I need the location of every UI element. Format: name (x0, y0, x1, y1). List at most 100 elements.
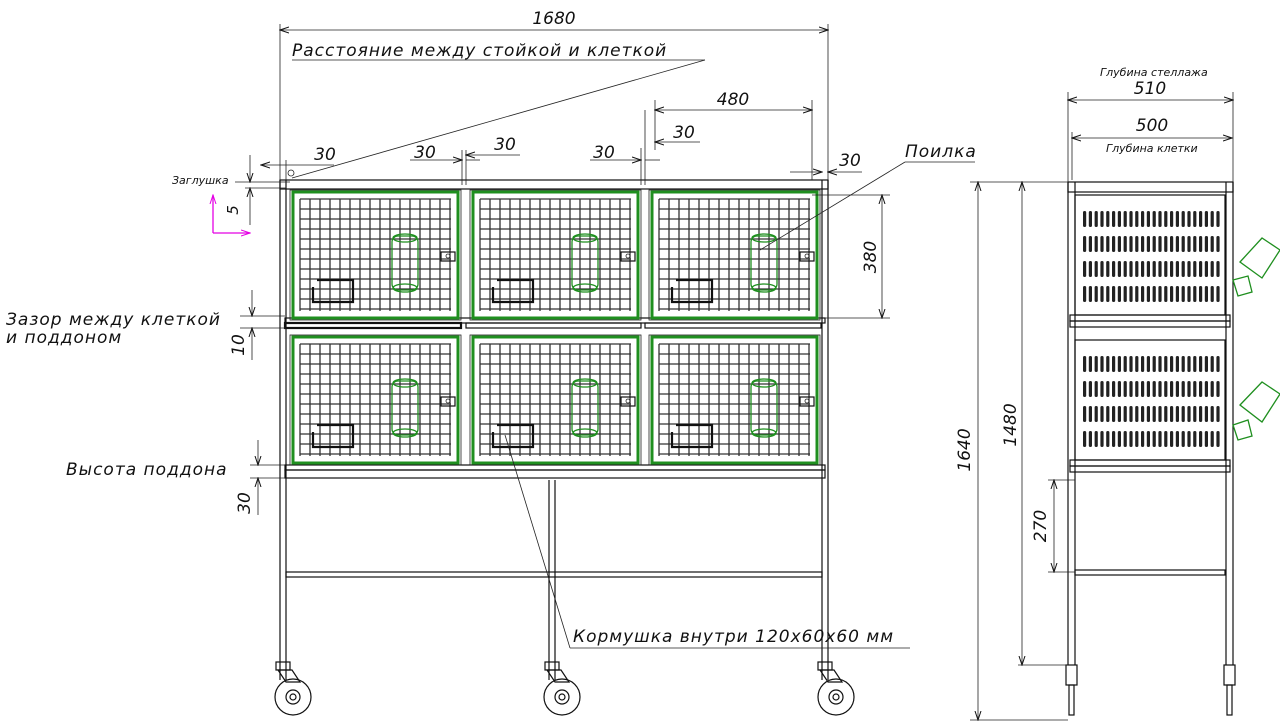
drinker-icon (391, 235, 419, 291)
vent-slot (1164, 406, 1168, 422)
vent-slot (1112, 286, 1116, 302)
vent-slot (1088, 356, 1092, 372)
latch (620, 396, 636, 407)
vent-slot (1117, 261, 1121, 277)
vent-slot (1083, 286, 1087, 302)
vent-slot (1181, 431, 1185, 447)
vent-slot (1112, 236, 1116, 252)
vent-slot (1141, 381, 1145, 397)
feeder-icon (491, 278, 535, 304)
vent-slot (1129, 431, 1133, 447)
vent-slot (1152, 356, 1156, 372)
vent-slot (1181, 236, 1185, 252)
vent-slot (1204, 381, 1208, 397)
vent-slot (1175, 381, 1179, 397)
vent-slot (1210, 261, 1214, 277)
label-gap-line1: Зазор между клеткой (6, 310, 221, 330)
vent-slot (1175, 356, 1179, 372)
vent-slot (1204, 286, 1208, 302)
vent-slot (1199, 406, 1203, 422)
vent-slot (1100, 286, 1104, 302)
vent-slot (1152, 261, 1156, 277)
vent-slot (1088, 261, 1092, 277)
vent-slot (1141, 286, 1145, 302)
vent-slot (1170, 286, 1174, 302)
vent-slot (1199, 381, 1203, 397)
side-drinker-icon (1232, 237, 1280, 441)
vent-slot (1129, 261, 1133, 277)
latch (440, 251, 456, 262)
vent-slot (1088, 431, 1092, 447)
vent-slot (1175, 431, 1179, 447)
vent-slot (1135, 431, 1139, 447)
drinker-icon (571, 235, 599, 291)
axis-marker-icon (213, 195, 250, 233)
vent-slot (1106, 406, 1110, 422)
vent-slot (1106, 211, 1110, 227)
vent-slot (1158, 211, 1162, 227)
vent-slot (1210, 286, 1214, 302)
vent-slot (1146, 431, 1150, 447)
vent-slot (1204, 261, 1208, 277)
latch (799, 396, 815, 407)
cage-frame (650, 335, 819, 465)
vent-slot (1210, 211, 1214, 227)
vent-slot (1123, 211, 1127, 227)
wheel-middle (543, 661, 581, 716)
vent-slot (1083, 406, 1087, 422)
vent-slot (1210, 381, 1214, 397)
vent-slot (1158, 356, 1162, 372)
vent-slot (1216, 286, 1220, 302)
vent-slot (1106, 261, 1110, 277)
dim-gap-mid3: 30 (593, 143, 615, 163)
vent-slot (1187, 431, 1191, 447)
label-gap-line2: и поддоном (6, 328, 122, 348)
cage-1-2 (469, 189, 642, 321)
vent-slot (1100, 236, 1104, 252)
vent-slot (1187, 236, 1191, 252)
vent-slot (1106, 286, 1110, 302)
vent-slot (1170, 261, 1174, 277)
drinker-icon (391, 380, 419, 436)
vent-slot (1187, 381, 1191, 397)
vent-slot (1100, 211, 1104, 227)
vent-slot (1094, 431, 1098, 447)
vent-slot (1123, 381, 1127, 397)
vent-slot (1135, 261, 1139, 277)
dim-plug-offset: 5 (224, 205, 242, 215)
vent-slot (1170, 211, 1174, 227)
vent-slot (1181, 211, 1185, 227)
vent-slot (1088, 211, 1092, 227)
ventilation-slots (1083, 211, 1220, 447)
vent-slot (1117, 286, 1121, 302)
vent-slot (1175, 236, 1179, 252)
vent-slot (1083, 261, 1087, 277)
side-view (1065, 181, 1280, 716)
vent-slot (1164, 356, 1168, 372)
vent-slot (1170, 406, 1174, 422)
vent-slot (1117, 431, 1121, 447)
vent-slot (1094, 261, 1098, 277)
vent-slot (1083, 356, 1087, 372)
vent-slot (1187, 286, 1191, 302)
vent-slot (1152, 236, 1156, 252)
label-cage-depth: Глубина клетки (1106, 142, 1198, 155)
vent-slot (1123, 286, 1127, 302)
dim-total-height: 1640 (955, 428, 975, 471)
vent-slot (1204, 356, 1208, 372)
vent-slot (1123, 236, 1127, 252)
vent-slot (1193, 286, 1197, 302)
cage-2-2 (469, 334, 642, 466)
label-plug: Заглушка (172, 174, 229, 187)
vent-slot (1164, 261, 1168, 277)
vent-slot (1106, 381, 1110, 397)
vent-slot (1146, 286, 1150, 302)
vent-slot (1094, 286, 1098, 302)
vent-slot (1106, 431, 1110, 447)
vent-slot (1094, 236, 1098, 252)
cage-grid (289, 189, 821, 466)
vent-slot (1204, 431, 1208, 447)
vent-slot (1216, 431, 1220, 447)
vent-slot (1129, 381, 1133, 397)
vent-slot (1216, 236, 1220, 252)
